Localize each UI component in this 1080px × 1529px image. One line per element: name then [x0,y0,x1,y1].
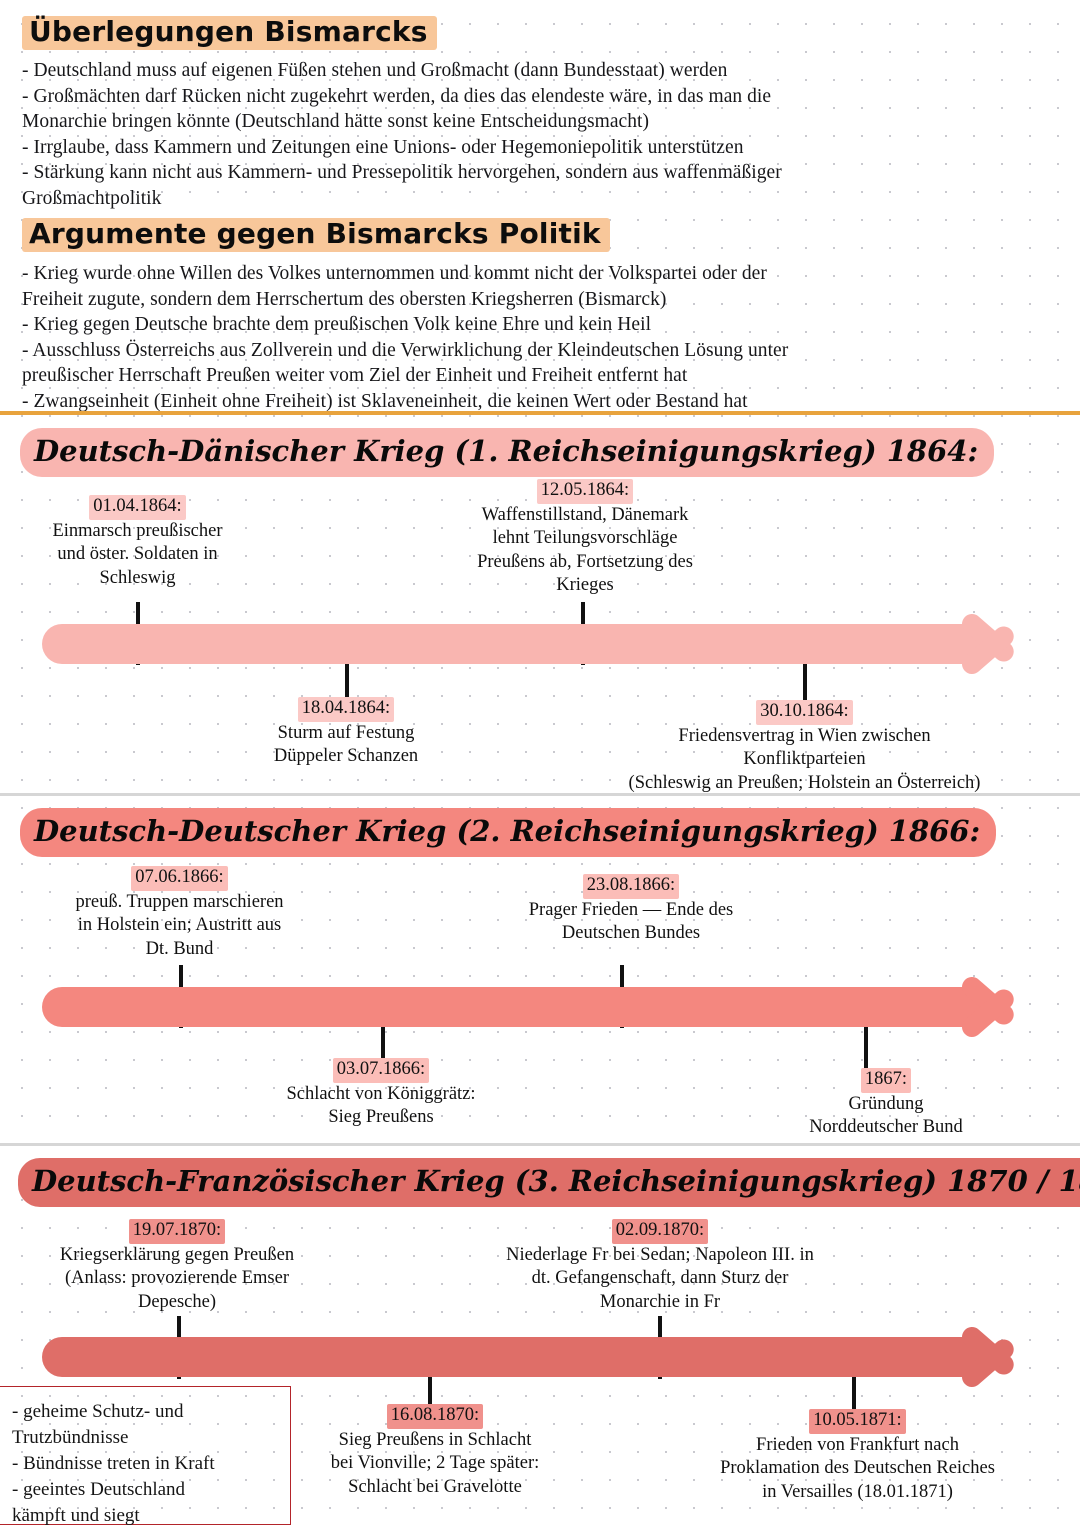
timeline-2-arrow [0,968,1080,1046]
event-date: 16.08.1870: [386,1404,484,1429]
bullet-item: - Irrglaube, dass Kammern und Zeitungen … [22,136,744,158]
event-date: 03.07.1866: [332,1058,430,1083]
timeline-2-event-below-2: 1867: Gründung Norddeutscher Bund [761,1068,1011,1140]
timeline-3-event-above-2: 02.09.1870: Niederlage Fr bei Sedan; Nap… [445,1219,875,1314]
event-text: Sieg Preußens in Schlacht bei Vionville;… [330,1429,540,1497]
event-date: 10.05.1871: [809,1409,906,1434]
timeline-3-tick-3 [428,1361,432,1424]
timeline-2-event-below-1: 03.07.1866: Schlacht von Königgrätz: Sie… [250,1058,512,1130]
bullet-item: - Stärkung kann nicht aus Kammern- und P… [22,162,782,209]
timeline-1-arrow [0,605,1080,683]
section-ueberlegungen: Überlegungen Bismarcks - Deutschland mus… [22,16,1062,211]
timeline-1-tick-3 [345,645,349,710]
section-heading-ueberlegungen: Überlegungen Bismarcks [22,16,437,51]
event-text: preuß. Truppen marschieren in Holstein e… [75,891,284,959]
timeline-arrow-head-icon [957,605,1044,683]
section1-bullets: - Deutschland muss auf eigenen Füßen ste… [22,58,1062,211]
timeline-1-event-above-2: 12.05.1864: Waffenstillstand, Dänemark l… [425,479,745,598]
timeline-2-event-above-2: 23.08.1866: Prager Frieden — Ende des De… [470,874,792,946]
timeline-arrow-bar [42,1337,997,1377]
event-date: 01.04.1864: [89,495,186,520]
timeline-2-tick-4 [864,1012,868,1073]
bullet-item: - Zwangseinheit (Einheit ohne Freiheit) … [22,390,748,412]
timeline-3-event-below-1: 16.08.1870: Sieg Preußens in Schlacht be… [295,1404,575,1499]
timeline-1-tick-4 [803,648,807,710]
event-date: 23.08.1866: [582,874,680,899]
timeline-3-tick-4 [852,1361,856,1424]
event-text: Frieden von Frankfurt nach Proklamation … [720,1434,995,1502]
timeline-arrow-bar [42,987,997,1027]
timeline-3-event-above-1: 19.07.1870: Kriegserklärung gegen Preuße… [12,1219,342,1314]
event-text: Waffenstillstand, Dänemark lehnt Teilung… [477,504,693,596]
timeline-2-title-wrap: Deutsch-Deutscher Krieg (2. Reichseinigu… [20,808,997,857]
event-date: 1867: [860,1068,912,1093]
event-text: Sturm auf Festung Düppeler Schanzen [273,722,419,767]
timeline-2-title: Deutsch-Deutscher Krieg (2. Reichseinigu… [20,808,997,857]
timeline-2-event-above-1: 07.06.1866: preuß. Truppen marschieren i… [22,866,337,961]
event-text: Prager Frieden — Ende des Deutschen Bund… [528,899,734,944]
divider-grey-2 [0,1143,1080,1146]
event-date: 30.10.1864: [756,700,853,725]
timeline-1-title: Deutsch-Dänischer Krieg (1. Reichseinigu… [20,428,995,477]
bullet-item: - Krieg gegen Deutsche brachte dem preuß… [22,314,652,336]
timeline-1-event-above-1: 01.04.1864: Einmarsch preußischer und ös… [20,495,255,590]
event-date: 19.07.1870: [128,1219,226,1244]
timeline-1-event-below-1: 18.04.1864: Sturm auf Festung Düppeler S… [233,697,459,769]
event-text: Schlacht von Königgrätz: Sieg Preußens [286,1083,476,1128]
timeline-3-title-wrap: Deutsch-Französischer Krieg (3. Reichsei… [18,1158,1080,1207]
section-heading-argumente: Argumente gegen Bismarcks Politik [22,218,610,253]
timeline-arrow-head-icon [957,1318,1044,1396]
divider-orange [0,411,1080,415]
divider-grey-1 [0,793,1080,796]
timeline-1-title-wrap: Deutsch-Dänischer Krieg (1. Reichseinigu… [20,428,995,477]
section-argumente: Argumente gegen Bismarcks Politik - Krie… [22,218,1062,414]
bullet-item: - Deutschland muss auf eigenen Füßen ste… [22,60,728,82]
timeline-3-event-below-2: 10.05.1871: Frieden von Frankfurt nach P… [660,1409,1055,1504]
event-date: 18.04.1864: [297,697,395,722]
event-date: 02.09.1870: [611,1219,709,1244]
event-text: Niederlage Fr bei Sedan; Napoleon III. i… [506,1244,814,1312]
note-box-buendnisse: - geheime Schutz- und Trutzbündnisse - B… [0,1386,291,1526]
event-text: Kriegserklärung gegen Preußen (Anlass: p… [59,1244,295,1312]
event-text: Gründung Norddeutscher Bund [809,1093,963,1138]
event-date: 12.05.1864: [536,479,634,504]
event-text: Friedensvertrag in Wien zwischen Konflik… [628,725,981,793]
timeline-3-arrow [0,1318,1080,1396]
timeline-2-tick-3 [381,1010,385,1073]
timeline-arrow-bar [42,624,997,664]
event-date: 07.06.1866: [131,866,228,891]
section2-bullets: - Krieg wurde ohne Willen des Volkes unt… [22,261,1062,414]
bullet-item: - Großmächten darf Rücken nicht zugekehr… [22,85,772,133]
event-text: Einmarsch preußischer und öster. Soldate… [52,520,223,588]
bullet-item: - Krieg wurde ohne Willen des Volkes unt… [22,263,767,310]
timeline-3-title: Deutsch-Französischer Krieg (3. Reichsei… [18,1158,1080,1207]
bullet-item: - Ausschluss Österreichs aus Zollverein … [22,339,789,387]
timeline-arrow-head-icon [957,968,1044,1046]
timeline-1-event-below-2: 30.10.1864: Friedensvertrag in Wien zwis… [558,700,1051,795]
